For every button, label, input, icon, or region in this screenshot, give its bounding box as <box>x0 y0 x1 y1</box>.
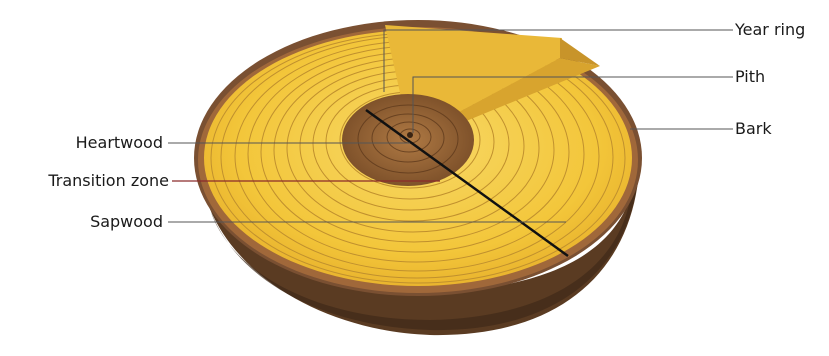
pith-center <box>407 132 413 138</box>
label-sapwood: Sapwood <box>90 212 163 232</box>
label-pith: Pith <box>735 67 765 87</box>
label-bark: Bark <box>735 119 772 139</box>
label-transition-zone: Transition zone <box>48 171 169 191</box>
label-year-ring: Year ring <box>735 20 805 40</box>
label-heartwood: Heartwood <box>76 133 163 153</box>
